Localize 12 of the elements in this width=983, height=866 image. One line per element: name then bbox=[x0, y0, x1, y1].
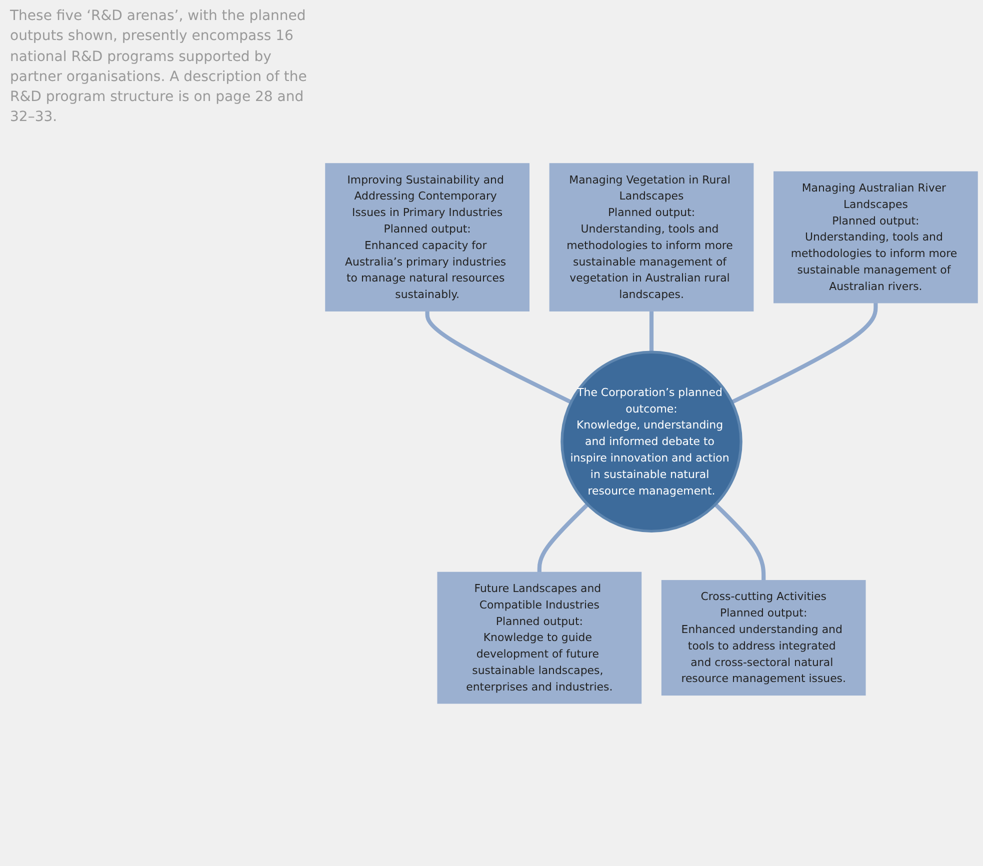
node-box: Cross-cutting Activities Planned output: Enhanced understanding and tools to address integrated and cross-sectoral natural resource management issues. bbox=[661, 580, 866, 696]
connector bbox=[537, 502, 590, 572]
connector bbox=[730, 302, 878, 404]
node-box: Future Landscapes and Compatible Industries Planned output: Knowledge to guide development of future sustainable landscapes, enterprises and industries. bbox=[437, 571, 642, 704]
connector bbox=[425, 310, 572, 404]
node-box: Managing Australian River Landscapes Planned output: Understanding, tools and methodologies to inform more sustainable management of Australian rivers. bbox=[774, 170, 978, 303]
node-box: Managing Vegetation in Rural Landscapes Planned output: Understanding, tools and methodologies to inform more sustainable management of vegetation in Australian rural landscapes. bbox=[549, 162, 754, 311]
node-box: Improving Sustainability and Addressing Contemporary Issues in Primary Industries Planned output: Enhanced capacity for Australia’s primary industries to manage natural resources sustainably. bbox=[325, 162, 530, 311]
connector bbox=[714, 502, 766, 580]
connector bbox=[649, 310, 654, 352]
node-circle: The Corporation’s planned outcome: Knowledge, understanding and informed debate to inspire innovation and action in sustainable natural resource management. bbox=[560, 350, 742, 532]
note-text: These five ‘R&D arenas’, with the planned outputs shown, presently encompass 16 national R&D programs supported by partner organisations. A description of the R&D program structure is on page 28 and 32–33. bbox=[10, 7, 308, 128]
